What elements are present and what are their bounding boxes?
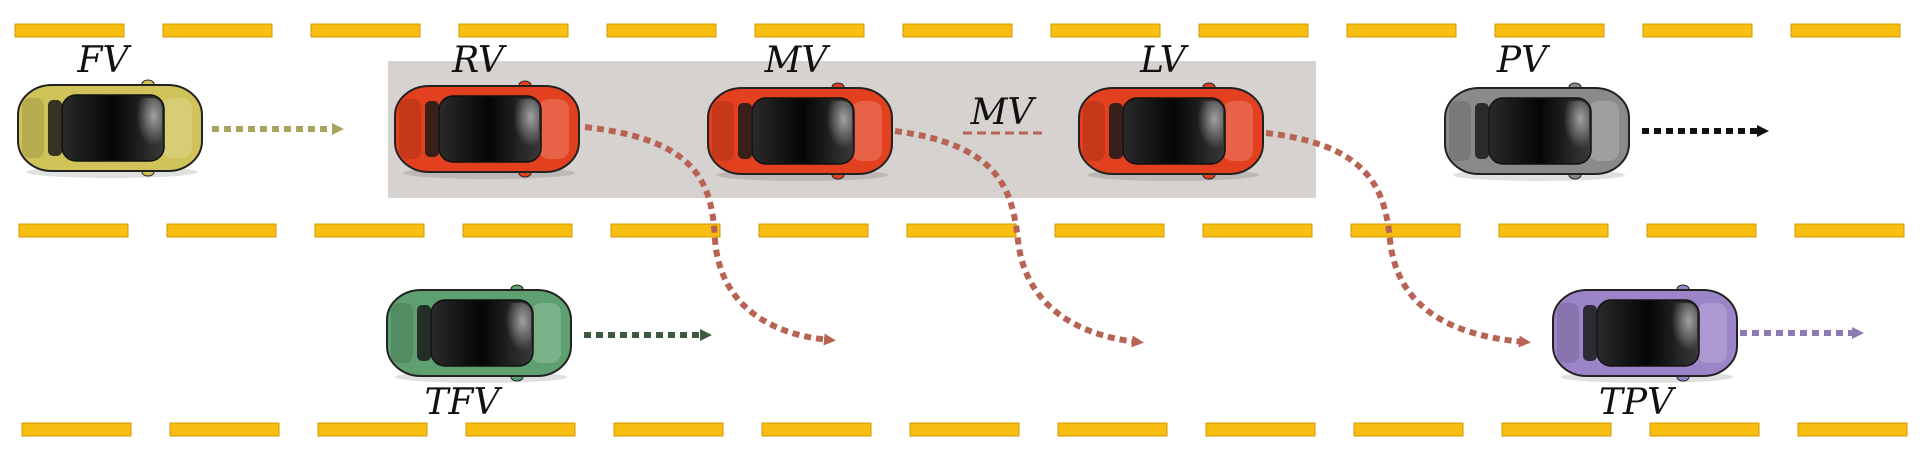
label-pv: PV xyxy=(1496,40,1551,81)
lane-dash xyxy=(1198,23,1309,38)
lane-dash xyxy=(1346,23,1457,38)
lane-dash xyxy=(1797,422,1908,437)
lane-dash xyxy=(1642,23,1753,38)
lane-dash xyxy=(458,23,569,38)
lane-dash xyxy=(1350,223,1461,238)
lane-dash xyxy=(18,223,129,238)
lane-dash xyxy=(1494,23,1605,38)
lane-dash xyxy=(1202,223,1313,238)
arrow-rv-lane-change xyxy=(584,124,836,346)
lane-dash xyxy=(314,223,425,238)
lane-marking-top-row xyxy=(14,23,1901,38)
vehicle-labels: FV RV MV LV PV TFV TPV xyxy=(77,40,1678,423)
lane-marking-middle-row xyxy=(18,223,1905,238)
lane-dash xyxy=(610,223,721,238)
lane-dash xyxy=(909,422,1020,437)
lane-marking-bottom-row xyxy=(21,422,1908,437)
car-rv xyxy=(394,80,580,179)
lane-dash xyxy=(162,23,273,38)
car-tpv xyxy=(1552,284,1738,383)
label-rv: RV xyxy=(451,40,508,81)
lane-dash xyxy=(166,223,277,238)
lane-dash xyxy=(761,422,872,437)
label-tpv: TPV xyxy=(1599,382,1677,423)
label-lv: LV xyxy=(1139,40,1190,81)
lane-dash xyxy=(169,422,280,437)
car-pv xyxy=(1444,82,1630,181)
lane-dash xyxy=(462,223,573,238)
lane-dash xyxy=(1649,422,1760,437)
lane-dash xyxy=(1646,223,1757,238)
lane-dash xyxy=(906,223,1017,238)
lane-dash xyxy=(606,23,717,38)
lane-dash xyxy=(1050,23,1161,38)
label-mv: MV xyxy=(764,40,832,81)
lane-dash xyxy=(317,422,428,437)
lane-dash xyxy=(465,422,576,437)
car-lv xyxy=(1078,82,1264,181)
lane-dash xyxy=(1057,422,1168,437)
vehicles xyxy=(17,79,1738,383)
lane-dash xyxy=(310,23,421,38)
lane-dash xyxy=(754,23,865,38)
car-mv xyxy=(707,82,893,181)
trajectory-arrows xyxy=(212,123,1864,348)
lane-dash xyxy=(1498,223,1609,238)
lane-dash xyxy=(1501,422,1612,437)
lane-dash xyxy=(1794,223,1905,238)
car-tfv xyxy=(386,284,572,383)
lane-dash xyxy=(1054,223,1165,238)
lane-dash xyxy=(1205,422,1316,437)
lane-dash xyxy=(613,422,724,437)
arrow-lv-lane-change xyxy=(1265,130,1531,348)
label-tfv: TFV xyxy=(425,382,504,423)
lane-dash xyxy=(1790,23,1901,38)
label-fv: FV xyxy=(77,40,133,81)
lane-dash xyxy=(21,422,132,437)
legend: MV xyxy=(963,92,1042,135)
arrow-mv-lane-change xyxy=(894,128,1144,348)
lane-dash xyxy=(758,223,869,238)
lane-dash xyxy=(902,23,1013,38)
lane-dash xyxy=(14,23,125,38)
lane-dash xyxy=(1353,422,1464,437)
legend-label: MV xyxy=(970,92,1038,133)
car-fv xyxy=(17,79,203,178)
